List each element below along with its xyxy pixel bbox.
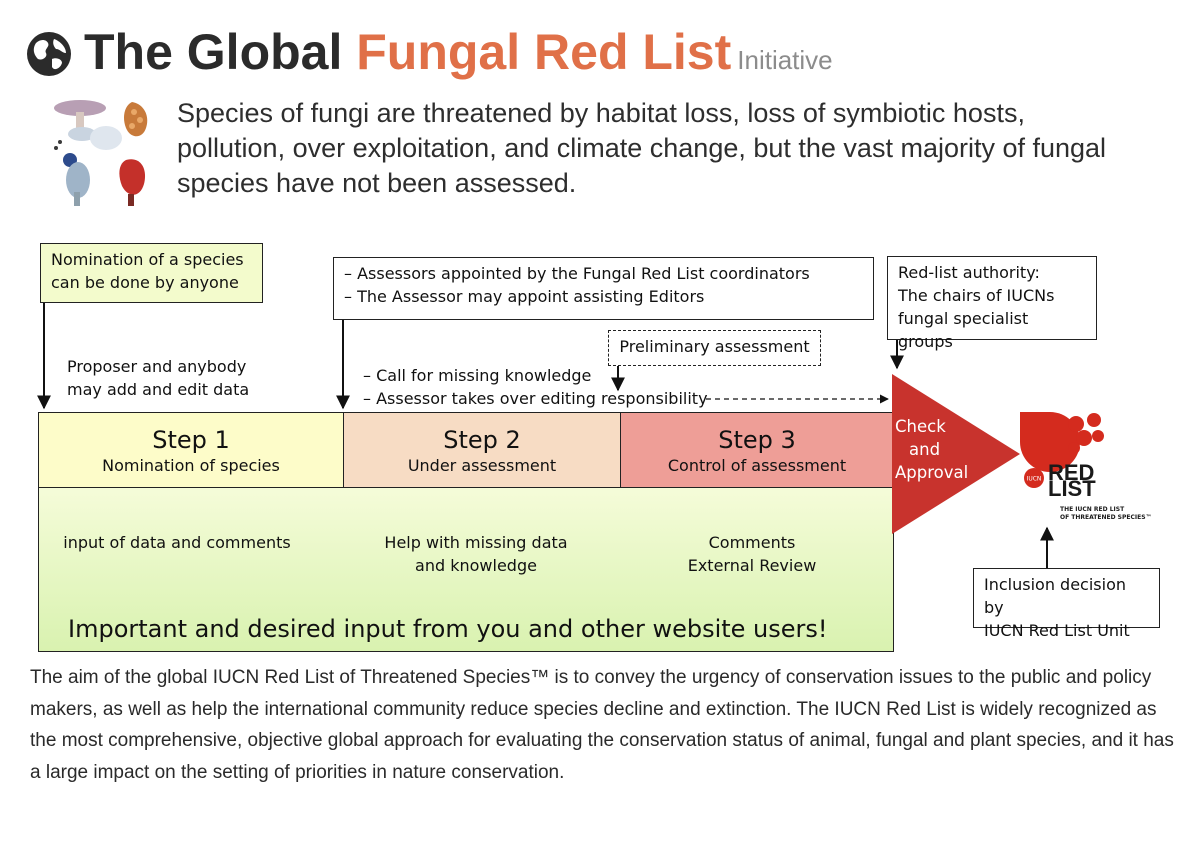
preliminary-assessment-note: Preliminary assessment [608,330,821,366]
logo-tagline-1: THE IUCN RED LIST [1060,506,1125,513]
iucn-red-list-logo: IUCN RED LIST THE IUCN RED LIST OF THREA… [1020,412,1152,521]
authority-note-line3: fungal specialist groups [898,309,1029,351]
logo-iucn-text: IUCN [1027,476,1042,483]
inclusion-note-line1: Inclusion decision by [984,575,1126,617]
call-line2: – Assessor takes over editing responsibi… [363,389,708,408]
logo-dot [1087,413,1101,427]
intro-text: Species of fungi are threatened by habit… [177,98,1107,198]
input-3-label: Comments External Review [662,531,842,577]
nomination-note: Nomination of a species can be done by a… [40,243,263,303]
fungi-illustration [54,100,148,206]
step-3-title: Step 3 [718,426,796,454]
footer-description: The aim of the global IUCN Red List of T… [30,667,1174,783]
logo-tagline-2: OF THREATENED SPECIES™ [1060,514,1152,521]
important-input-text: Important and desired input from you and… [68,615,828,643]
step-1-subtitle: Nomination of species [102,456,280,475]
step-2-box: Step 2 Under assessment [343,412,621,488]
input-3-line2: External Review [687,556,817,575]
step-2-subtitle: Under assessment [407,456,557,475]
step-1-title: Step 1 [152,426,230,454]
user-input-panel [38,486,894,652]
step-3-box: Step 3 Control of assessment [620,412,894,488]
logo-drop-shape [1020,412,1080,472]
step-1-box: Step 1 Nomination of species [38,412,344,488]
proposer-text: Proposer and anybody may add and edit da… [67,355,307,401]
proposer-line2: may add and edit data [67,380,250,399]
title-part-global: The Global [84,24,343,80]
assessors-note-line2: – The Assessor may appoint assisting Edi… [344,287,705,306]
input-1-label: input of data and comments [52,531,302,554]
inclusion-note-line2: IUCN Red List Unit [984,621,1130,640]
authority-note-line1: Red-list authority: [898,263,1040,282]
assessors-note-line1: – Assessors appointed by the Fungal Red … [344,264,810,283]
logo-red-text: RED [1048,460,1094,485]
nomination-note-line2: can be done by anyone [51,273,239,292]
input-2-line2: and knowledge [415,556,537,575]
assessors-note: – Assessors appointed by the Fungal Red … [333,257,874,320]
title-part-initiative: Initiative [737,45,833,75]
inclusion-decision-note: Inclusion decision by IUCN Red List Unit [973,568,1160,640]
step-3-subtitle: Control of assessment [667,456,847,475]
nomination-note-line1: Nomination of a species [51,250,244,269]
call-line1: – Call for missing knowledge [363,366,592,385]
approval-label: Check and Approval [895,415,975,484]
logo-dot [1068,442,1080,454]
proposer-line1: Proposer and anybody [67,357,247,376]
title-part-fungal-red-list: Fungal Red List [356,24,732,80]
step-2-title: Step 2 [443,426,521,454]
logo-iucn-badge [1024,468,1044,488]
logo-dot [1076,430,1092,446]
approval-line2: and [909,440,941,459]
input-1-text: input of data and comments [63,533,291,552]
logo-dot [1068,416,1084,432]
red-list-authority-note: Red-list authority: The chairs of IUCNs … [887,256,1097,351]
input-3-line1: Comments [708,533,796,552]
call-text: – Call for missing knowledge – Assessor … [363,364,723,410]
input-2-label: Help with missing data and knowledge [366,531,586,577]
approval-line3: Approval [895,463,969,482]
approval-line1: Check [895,417,946,436]
logo-list-text: LIST [1048,476,1096,501]
preliminary-assessment-label: Preliminary assessment [619,337,810,356]
logo-dot [1092,430,1104,442]
authority-note-line2: The chairs of IUCNs [898,286,1055,305]
globe-icon [27,32,71,76]
approval-triangle [892,374,1020,534]
input-2-line1: Help with missing data [384,533,568,552]
